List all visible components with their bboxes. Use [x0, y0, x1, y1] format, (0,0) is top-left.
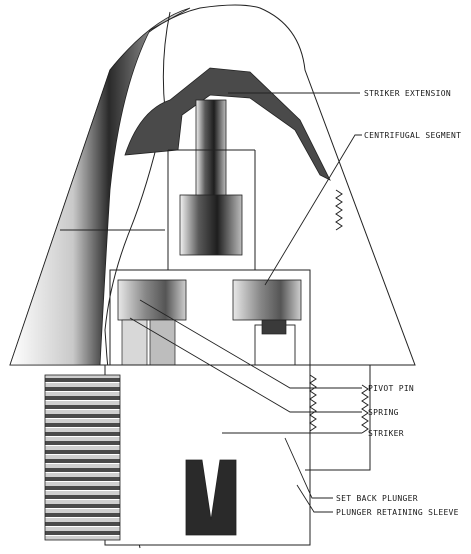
leader-pivot-pin — [139, 299, 362, 389]
striker-head — [179, 194, 243, 256]
label-striker-extension: STRIKER EXTENSION — [364, 89, 451, 98]
leader-set-back-plunger — [284, 437, 333, 499]
thread-marks-right-lower — [361, 384, 369, 434]
centrifugal-segment-right — [232, 279, 302, 321]
label-pivot-pin: PIVOT PIN — [368, 384, 414, 393]
leader-plunger-retaining-sleeve — [296, 484, 333, 513]
plunger-top-cap — [261, 319, 287, 335]
ogive-shading — [9, 7, 191, 366]
striker-extension-cap — [124, 67, 331, 181]
label-centrifugal-segment: CENTRIFUGAL SEGMENT — [364, 131, 461, 140]
thread-marks-right-mid — [309, 374, 317, 432]
leader-spring — [129, 317, 362, 413]
striker-firing-pin — [185, 459, 237, 536]
leader-centrifugal-segment — [264, 134, 362, 286]
label-plunger-retaining-sleeve: PLUNGER RETAINING SLEEVE — [336, 508, 459, 517]
right-step-profile — [305, 364, 371, 471]
thread-marks-right-upper — [335, 189, 343, 231]
label-set-back-plunger: SET BACK PLUNGER — [336, 494, 418, 503]
base-thread-left — [44, 374, 121, 541]
spring-column-left — [121, 319, 148, 366]
label-striker: STRIKER — [368, 429, 404, 438]
label-spring: SPRING — [368, 408, 399, 417]
centrifugal-segment-left — [117, 279, 187, 321]
